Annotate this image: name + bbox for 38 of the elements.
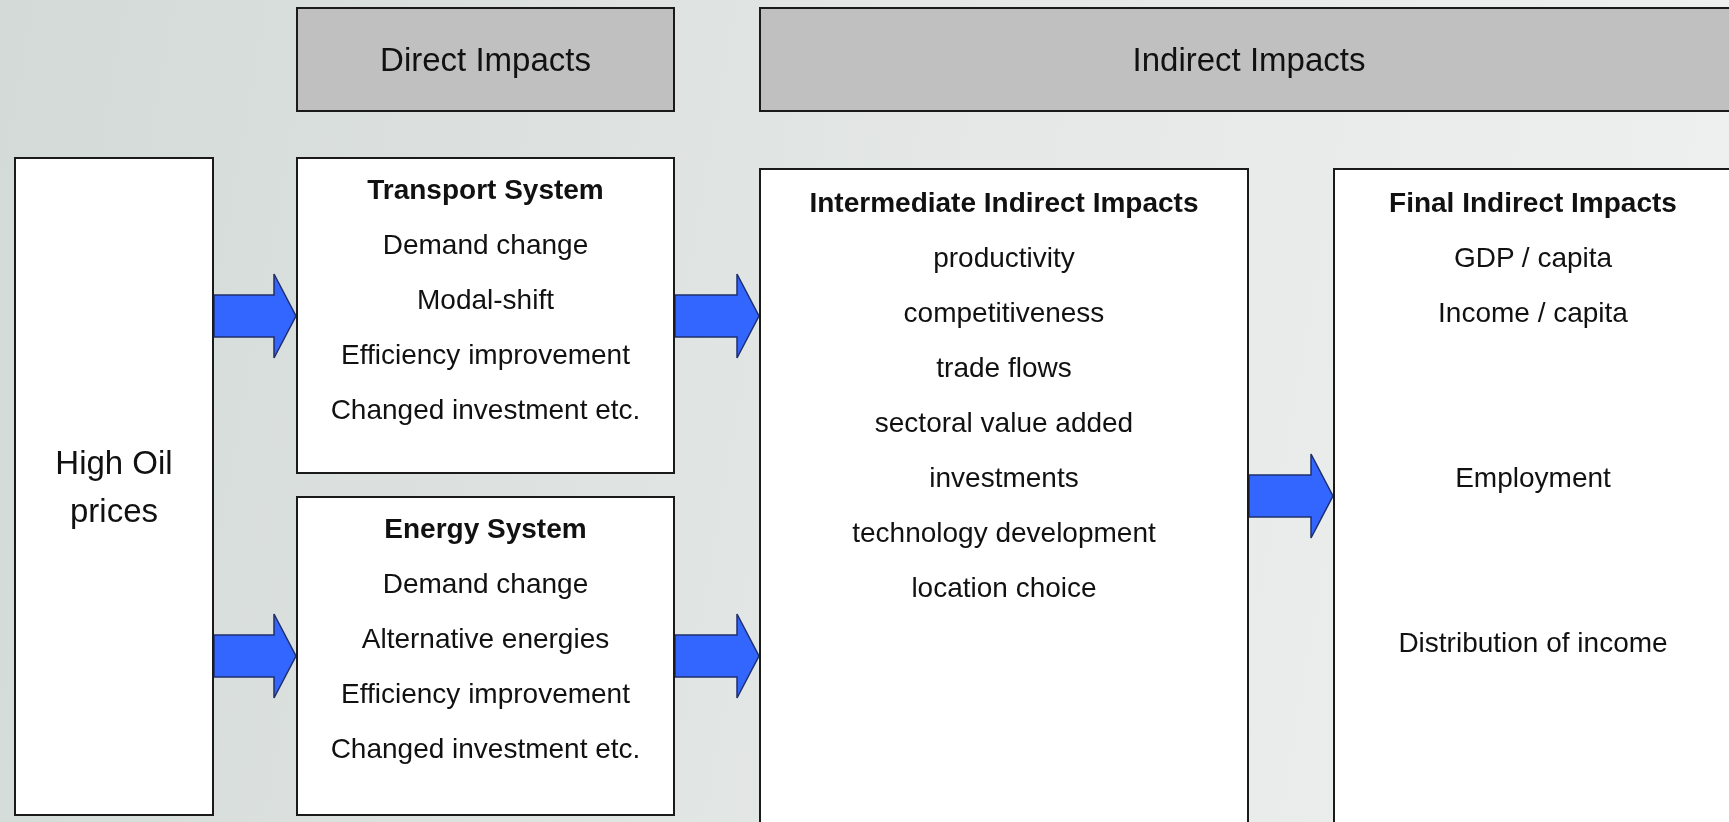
process-box xyxy=(14,157,214,816)
process-box xyxy=(1333,168,1729,822)
list-item: productivity xyxy=(932,241,1076,275)
node-label: High Oil prices xyxy=(54,442,174,531)
list-item: GDP / capita xyxy=(1452,241,1614,275)
list-item: Efficiency improvement xyxy=(340,677,631,711)
block-arrow xyxy=(213,273,297,359)
list-item: Efficiency improvement xyxy=(340,338,631,372)
list-item: Income / capita xyxy=(1437,296,1629,330)
header-text: Indirect Impacts xyxy=(1132,40,1366,79)
list-item: Changed investment etc. xyxy=(329,732,642,766)
box-heading: Final Indirect Impacts xyxy=(1388,186,1678,220)
box-heading: Transport System xyxy=(366,173,605,207)
list-item: Employment xyxy=(1454,461,1612,495)
list-item: Distribution of income xyxy=(1397,626,1669,660)
list-item: Modal-shift xyxy=(416,283,555,317)
process-box xyxy=(296,496,675,816)
block-arrow xyxy=(674,613,760,699)
header-box xyxy=(759,7,1729,112)
box-heading: Energy System xyxy=(383,512,588,546)
list-item: trade flows xyxy=(935,351,1073,385)
list-item: Demand change xyxy=(381,567,590,601)
list-item: sectoral value added xyxy=(873,406,1135,440)
header-box xyxy=(296,7,675,112)
process-box xyxy=(296,157,675,474)
list-item: competitiveness xyxy=(902,296,1106,330)
list-item: location choice xyxy=(910,571,1098,605)
list-item: Demand change xyxy=(381,228,590,262)
process-box xyxy=(759,168,1249,822)
list-item: technology development xyxy=(851,516,1157,550)
header-text: Direct Impacts xyxy=(380,40,591,79)
block-arrow xyxy=(1248,453,1334,539)
list-item: investments xyxy=(928,461,1080,495)
box-heading: Intermediate Indirect Impacts xyxy=(808,186,1200,220)
list-item: Alternative energies xyxy=(360,622,611,656)
block-arrow xyxy=(674,273,760,359)
block-arrow xyxy=(213,613,297,699)
list-item: Changed investment etc. xyxy=(329,393,642,427)
